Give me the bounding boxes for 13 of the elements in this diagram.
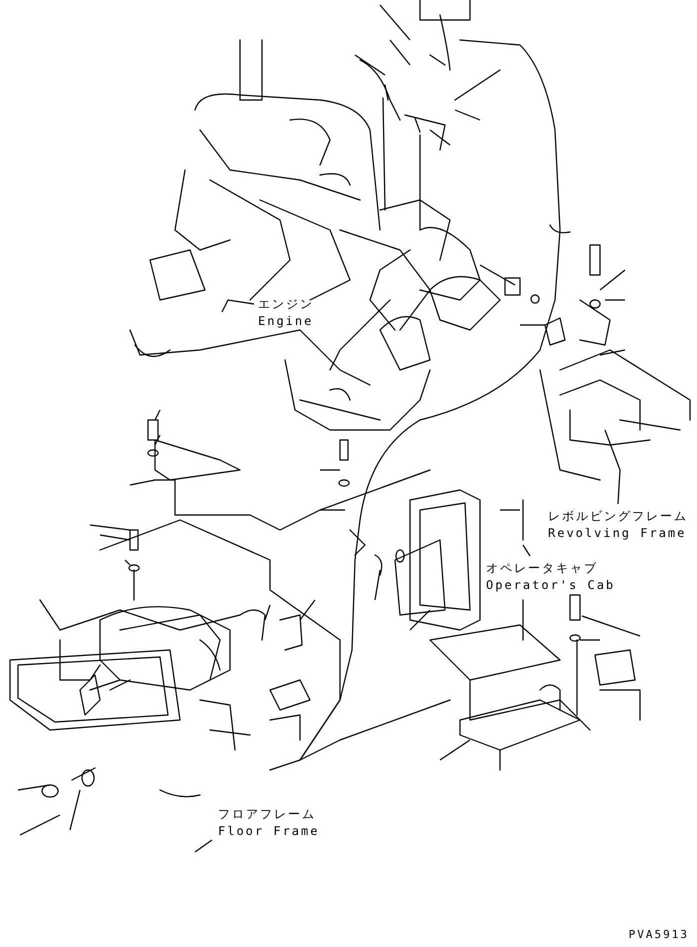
leader-line <box>522 544 530 556</box>
part-label: Revolving Frame <box>548 525 688 542</box>
part-label: エンジン <box>258 296 314 313</box>
leader-line <box>194 840 212 852</box>
drawing-number: PVA5913 <box>628 928 689 941</box>
part-label: Operator's Cab <box>486 577 616 594</box>
part-label: フロアフレーム <box>218 806 317 823</box>
part-label: オペレータキャブ <box>486 560 599 577</box>
part-label: Engine <box>258 313 314 330</box>
part-label: Floor Frame <box>218 823 320 840</box>
part-label: レボルビングフレーム <box>548 508 688 525</box>
leader-line <box>221 299 254 312</box>
leader-line <box>604 430 621 504</box>
